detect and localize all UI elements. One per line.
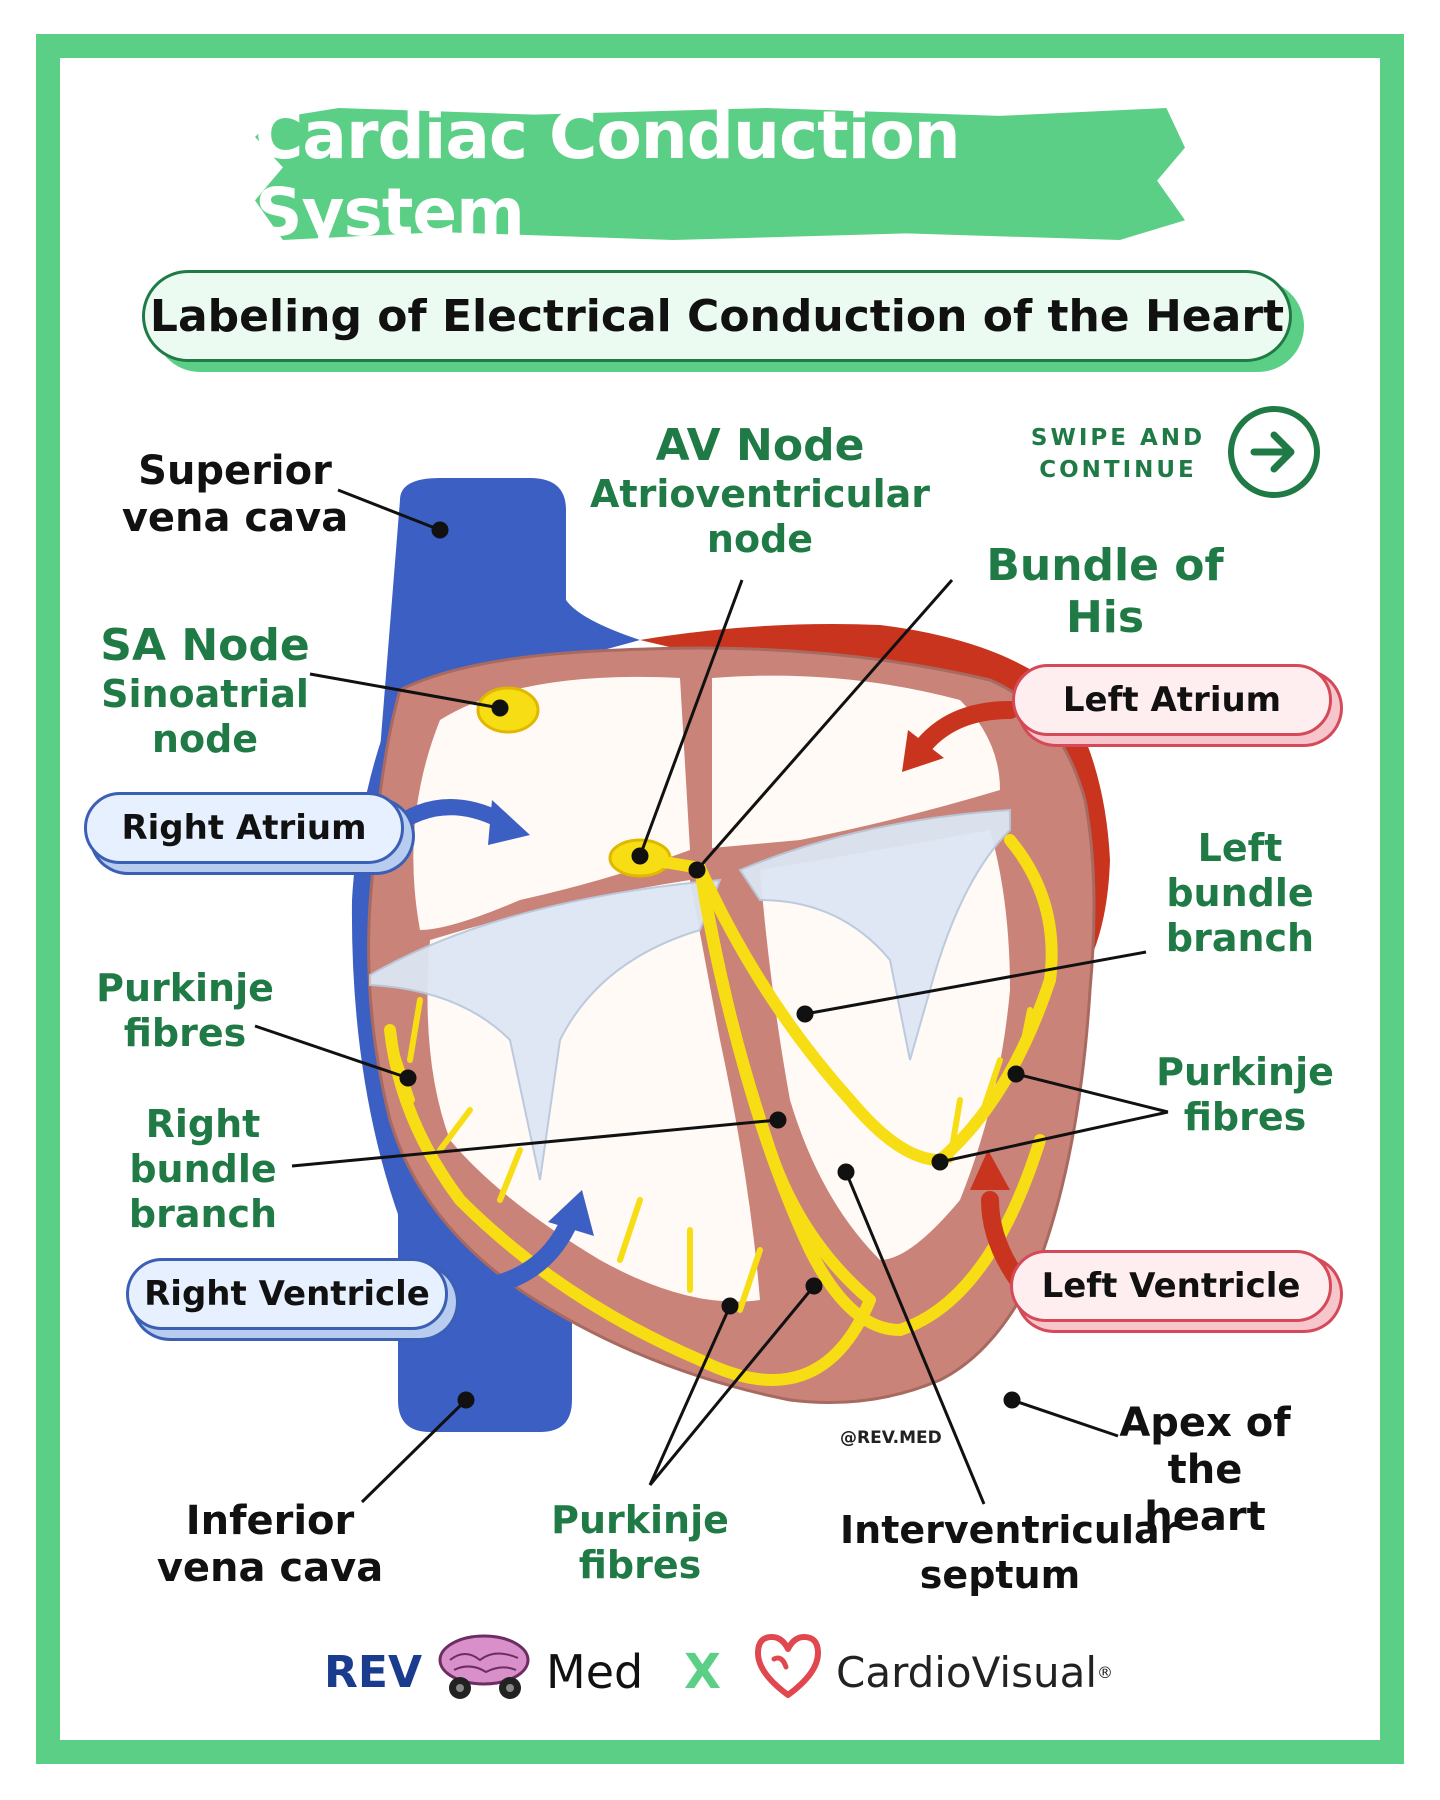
- purk-right-line-1: Purkinje: [1156, 1050, 1334, 1094]
- watermark: @REV.MED: [840, 1428, 942, 1448]
- cardiovisual-text: CardioVisual: [836, 1647, 1098, 1697]
- revmed-logo: REV Med: [324, 1632, 643, 1712]
- av-line-1: AV Node: [655, 420, 865, 471]
- logo-separator: X: [684, 1632, 721, 1712]
- ivs-line-2: septum: [919, 1552, 1081, 1597]
- left-atrium-arrow: [911, 701, 1019, 759]
- right-atrium-pill: Right Atrium: [84, 792, 404, 864]
- swipe-line-2: CONTINUE: [1039, 457, 1197, 483]
- label-left-bundle-branch: Left bundle branch: [1120, 826, 1360, 960]
- left-bundle-inner: [694, 862, 1046, 1336]
- superior-vena-cava: [368, 478, 640, 900]
- purk-right-line-2: fibres: [1183, 1094, 1307, 1139]
- purk-left-line-1: Purkinje: [96, 966, 274, 1010]
- rbb-line-2: branch: [128, 1191, 278, 1236]
- label-av-node: AV Node Atrioventricular node: [580, 420, 940, 562]
- swipe-text[interactable]: SWIPE AND CONTINUE: [1018, 422, 1218, 486]
- label-right-bundle-branch: Right bundle branch: [78, 1102, 328, 1236]
- med-text: Med: [546, 1645, 644, 1699]
- ivc-line-1: Inferior: [185, 1498, 355, 1544]
- mitral-valve: [738, 808, 1011, 1061]
- label-superior-vena-cava: Superior vena cava: [120, 448, 350, 542]
- right-ventricle-arrow: [441, 1211, 579, 1299]
- leader-lines: [254, 488, 1169, 1505]
- svc-line-2: vena cava: [121, 495, 349, 542]
- left-atrium-pill: Left Atrium: [1012, 664, 1332, 736]
- arrow-right-icon[interactable]: [1228, 406, 1320, 498]
- apex-line-1: Apex of: [1119, 1400, 1291, 1446]
- swipe-line-1: SWIPE AND: [1030, 425, 1206, 451]
- av-line-2: Atrioventricular: [590, 471, 930, 516]
- cardiovisual-logo: CardioVisual ®: [752, 1632, 1113, 1712]
- label-sa-node: SA Node Sinoatrial node: [100, 620, 310, 762]
- page-title: Cardiac Conduction System: [255, 97, 961, 251]
- label-interventricular-septum: Interventricular septum: [840, 1508, 1179, 1598]
- sa-line-2: Sinoatrial: [101, 671, 309, 716]
- title-banner: [255, 108, 1185, 240]
- registered-mark: ®: [1097, 1662, 1114, 1682]
- purk-bottom-line-2: fibres: [578, 1542, 702, 1587]
- tricuspid-valve: [369, 878, 722, 1181]
- label-purkinje-left: Purkinje fibres: [90, 966, 280, 1056]
- ivc-line-2: vena cava: [156, 1545, 384, 1592]
- av-line-3: node: [706, 516, 814, 561]
- left-atrium-chamber: [712, 675, 1000, 848]
- rbb-line-1: Right bundle: [129, 1102, 277, 1191]
- brain-car-icon: [430, 1630, 538, 1714]
- ivs-line-1: Interventricular: [840, 1508, 1179, 1552]
- purk-bottom-line-1: Purkinje: [551, 1498, 729, 1542]
- x-text: X: [684, 1644, 722, 1700]
- lbb-line-1: Left bundle: [1166, 826, 1314, 915]
- label-inferior-vena-cava: Inferior vena cava: [150, 1498, 390, 1592]
- label-apex: Apex of the heart: [1100, 1400, 1310, 1542]
- sa-line-1: SA Node: [100, 620, 310, 671]
- apex-line-2: the heart: [1144, 1447, 1266, 1541]
- label-bundle-of-his: Bundle of His: [986, 540, 1224, 643]
- purk-left-line-2: fibres: [123, 1010, 247, 1055]
- right-ventricle-pill: Right Ventricle: [126, 1258, 448, 1330]
- label-purkinje-right: Purkinje fibres: [1150, 1050, 1340, 1140]
- lbb-line-2: branch: [1165, 915, 1315, 960]
- heart-logo-icon: [752, 1631, 824, 1713]
- label-purkinje-bottom: Purkinje fibres: [540, 1498, 740, 1588]
- subtitle-pill: Labeling of Electrical Conduction of the…: [142, 270, 1292, 362]
- left-ventricle-pill: Left Ventricle: [1010, 1250, 1332, 1322]
- sa-line-3: node: [151, 716, 259, 761]
- svc-line-1: Superior: [138, 448, 332, 494]
- rev-text: REV: [324, 1646, 422, 1698]
